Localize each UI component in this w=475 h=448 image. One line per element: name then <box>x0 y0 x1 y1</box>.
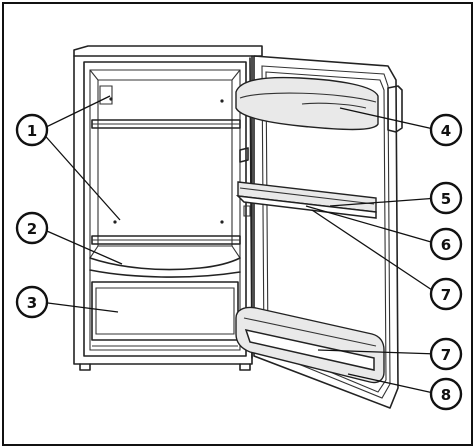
fridge-cabinet <box>73 45 263 371</box>
callout-6-label: 6 <box>441 236 451 254</box>
callout-6: 6 <box>429 227 463 261</box>
callout-5: 5 <box>429 181 463 215</box>
dairy-compartment <box>235 76 379 131</box>
callout-2-label: 2 <box>27 220 37 238</box>
leader-lines <box>39 95 439 395</box>
callout-1-label: 1 <box>27 122 37 140</box>
bottle-shelf <box>235 306 385 384</box>
callout-4: 4 <box>429 113 463 147</box>
callout-7-lower: 7 <box>429 337 463 371</box>
callout-4-label: 4 <box>441 122 451 140</box>
glass-shelves <box>91 119 241 245</box>
callout-5-label: 5 <box>441 190 451 208</box>
callout-3: 3 <box>15 285 49 319</box>
callout-7-upper: 7 <box>429 277 463 311</box>
callout-2: 2 <box>15 211 49 245</box>
callout-8-label: 8 <box>441 386 451 404</box>
callout-7-lower-label: 7 <box>441 346 451 364</box>
callout-8: 8 <box>429 377 463 411</box>
callout-7-upper-label: 7 <box>441 286 451 304</box>
crisper-cover <box>89 257 241 278</box>
callout-3-label: 3 <box>27 294 37 312</box>
callout-1: 1 <box>15 113 49 147</box>
